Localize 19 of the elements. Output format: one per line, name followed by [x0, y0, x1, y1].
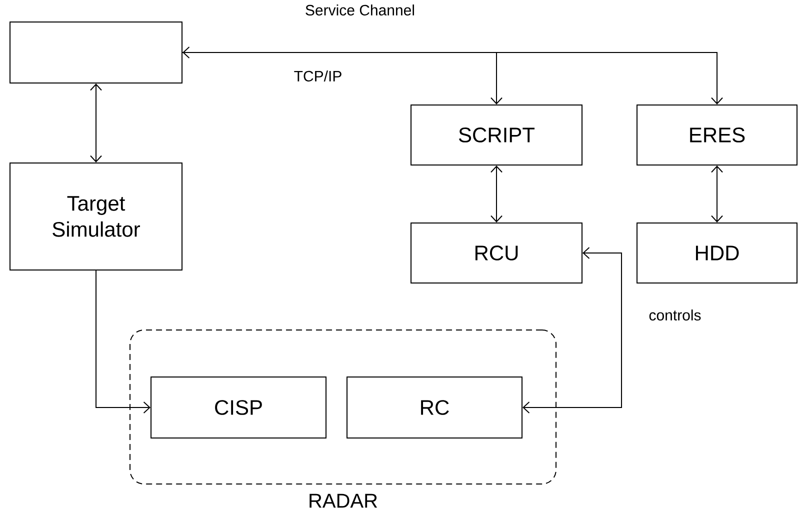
channel-label: TCP/IP	[294, 70, 342, 82]
arrow	[90, 84, 102, 162]
arrow	[522, 247, 622, 414]
process-box: Target Simulator	[10, 162, 182, 270]
process-box: RCU	[410, 222, 582, 284]
arrow	[96, 270, 150, 414]
process-box: CISP	[150, 376, 326, 438]
arrow	[490, 166, 502, 222]
process-box: SCRIPT	[410, 104, 582, 166]
arrow	[182, 52, 723, 104]
edge-label: controls	[648, 308, 702, 322]
channel-label: Service Channel	[306, 4, 414, 16]
empty-box	[10, 22, 182, 84]
arrow	[182, 46, 502, 104]
arrow	[711, 166, 723, 222]
process-box: ERES	[636, 104, 798, 166]
process-box: HDD	[636, 222, 798, 284]
group-label: RADAR	[310, 494, 378, 508]
process-box: RC	[346, 376, 522, 438]
